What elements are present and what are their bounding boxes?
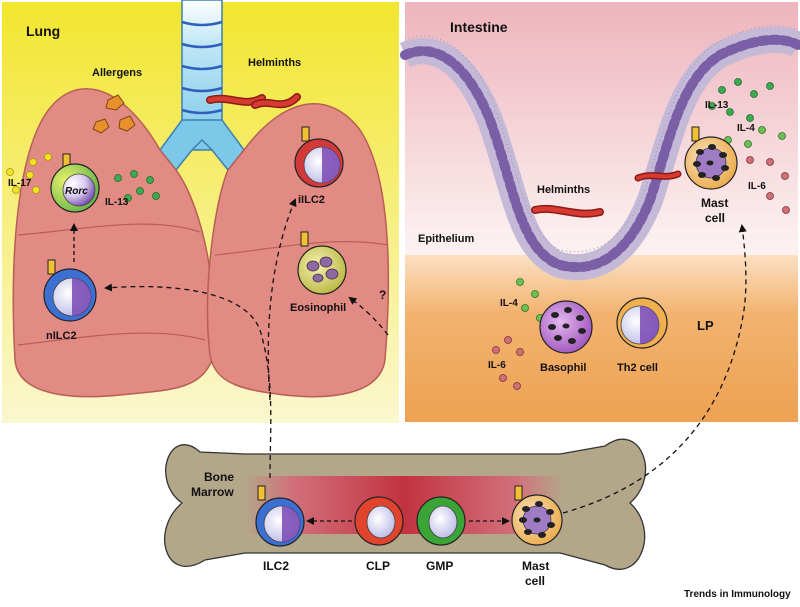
intestine-il6-top-dots (746, 156, 790, 214)
bm-ilc2-label: ILC2 (263, 559, 289, 573)
basophil-cell (539, 300, 593, 354)
clp-label: CLP (366, 559, 390, 573)
bone-marrow: Bone Marrow ILC2 CLP GMP (164, 438, 647, 588)
intestine-il6-top-label: IL-6 (748, 181, 766, 192)
lung-title: Lung (26, 23, 60, 39)
lamina-propria-background (405, 255, 798, 422)
arrow-to-eosinophil (348, 296, 389, 336)
intestine-helminth-worms (531, 170, 682, 218)
intestine-title: Intestine (450, 19, 508, 35)
rorc-ilc-cell: Rorc (50, 153, 100, 213)
eosinophil-cell (297, 231, 347, 295)
bm-mast-label-line2: cell (525, 574, 545, 588)
intestine-mast-label-line1: Mast (701, 196, 728, 210)
nilc2-cell (43, 259, 97, 322)
eosinophil-question-mark: ? (379, 288, 386, 302)
th2-cell (616, 297, 668, 349)
nilc2-label: nILC2 (46, 330, 77, 342)
allergens-label: Allergens (92, 67, 142, 79)
intestine-il4-bottom-label: IL-4 (500, 298, 518, 309)
iilc2-label: iILC2 (298, 194, 325, 206)
arrow-bm-to-iilc2 (267, 198, 297, 401)
lp-label: LP (697, 318, 714, 333)
lung-helminths-label: Helminths (248, 57, 301, 69)
rorc-label: Rorc (65, 186, 88, 197)
eosinophil-label: Eosinophil (290, 302, 346, 314)
bm-ilc2-cell (255, 485, 305, 547)
bone-marrow-title-line1: Bone (204, 470, 234, 484)
allergen-particles (92, 94, 136, 134)
intestine-il6-bottom-dots (492, 336, 524, 390)
gmp-cell (416, 496, 466, 546)
journal-credit: Trends in Immunology (684, 589, 791, 600)
lung-panel: Lung Allergens Helminths IL-17 (2, 0, 399, 423)
intestine-panel: Intestine Helminths Epithelium IL-13 IL-… (399, 2, 800, 422)
gmp-label: GMP (426, 559, 453, 573)
arrow-bm-to-nilc2 (104, 283, 272, 479)
intestine-il13-label: IL-13 (705, 100, 729, 111)
migration-arrows (104, 198, 747, 514)
il17-dots (6, 153, 52, 194)
th2-label: Th2 cell (617, 362, 658, 374)
intestine-il13-dots (708, 78, 774, 122)
arrow-bm-to-intestine-mast (562, 224, 747, 514)
intestine-il4-bottom-dots (516, 278, 544, 322)
lung-helminth-worms (206, 93, 301, 109)
intestine-il6-bottom-label: IL-6 (488, 360, 506, 371)
intestine-helminths-label: Helminths (537, 184, 590, 196)
il17-label: IL-17 (8, 178, 32, 189)
intestine-il4-top-label: IL-4 (737, 123, 755, 134)
lung-il13-dots (114, 170, 160, 202)
iilc2-cell (294, 126, 344, 188)
lung-il13-label: IL-13 (105, 197, 129, 208)
intestine-mast-cell (684, 126, 738, 190)
right-lung (206, 103, 390, 398)
intestine-mast-label-line2: cell (705, 211, 725, 225)
epithelium-layer (399, 25, 800, 281)
basophil-label: Basophil (540, 362, 586, 374)
clp-cell (354, 496, 404, 546)
epithelium-label: Epithelium (418, 233, 474, 245)
bm-mast-label-line1: Mast (522, 559, 549, 573)
bone-marrow-title-line2: Marrow (191, 485, 234, 499)
bm-mast-cell (511, 485, 563, 546)
